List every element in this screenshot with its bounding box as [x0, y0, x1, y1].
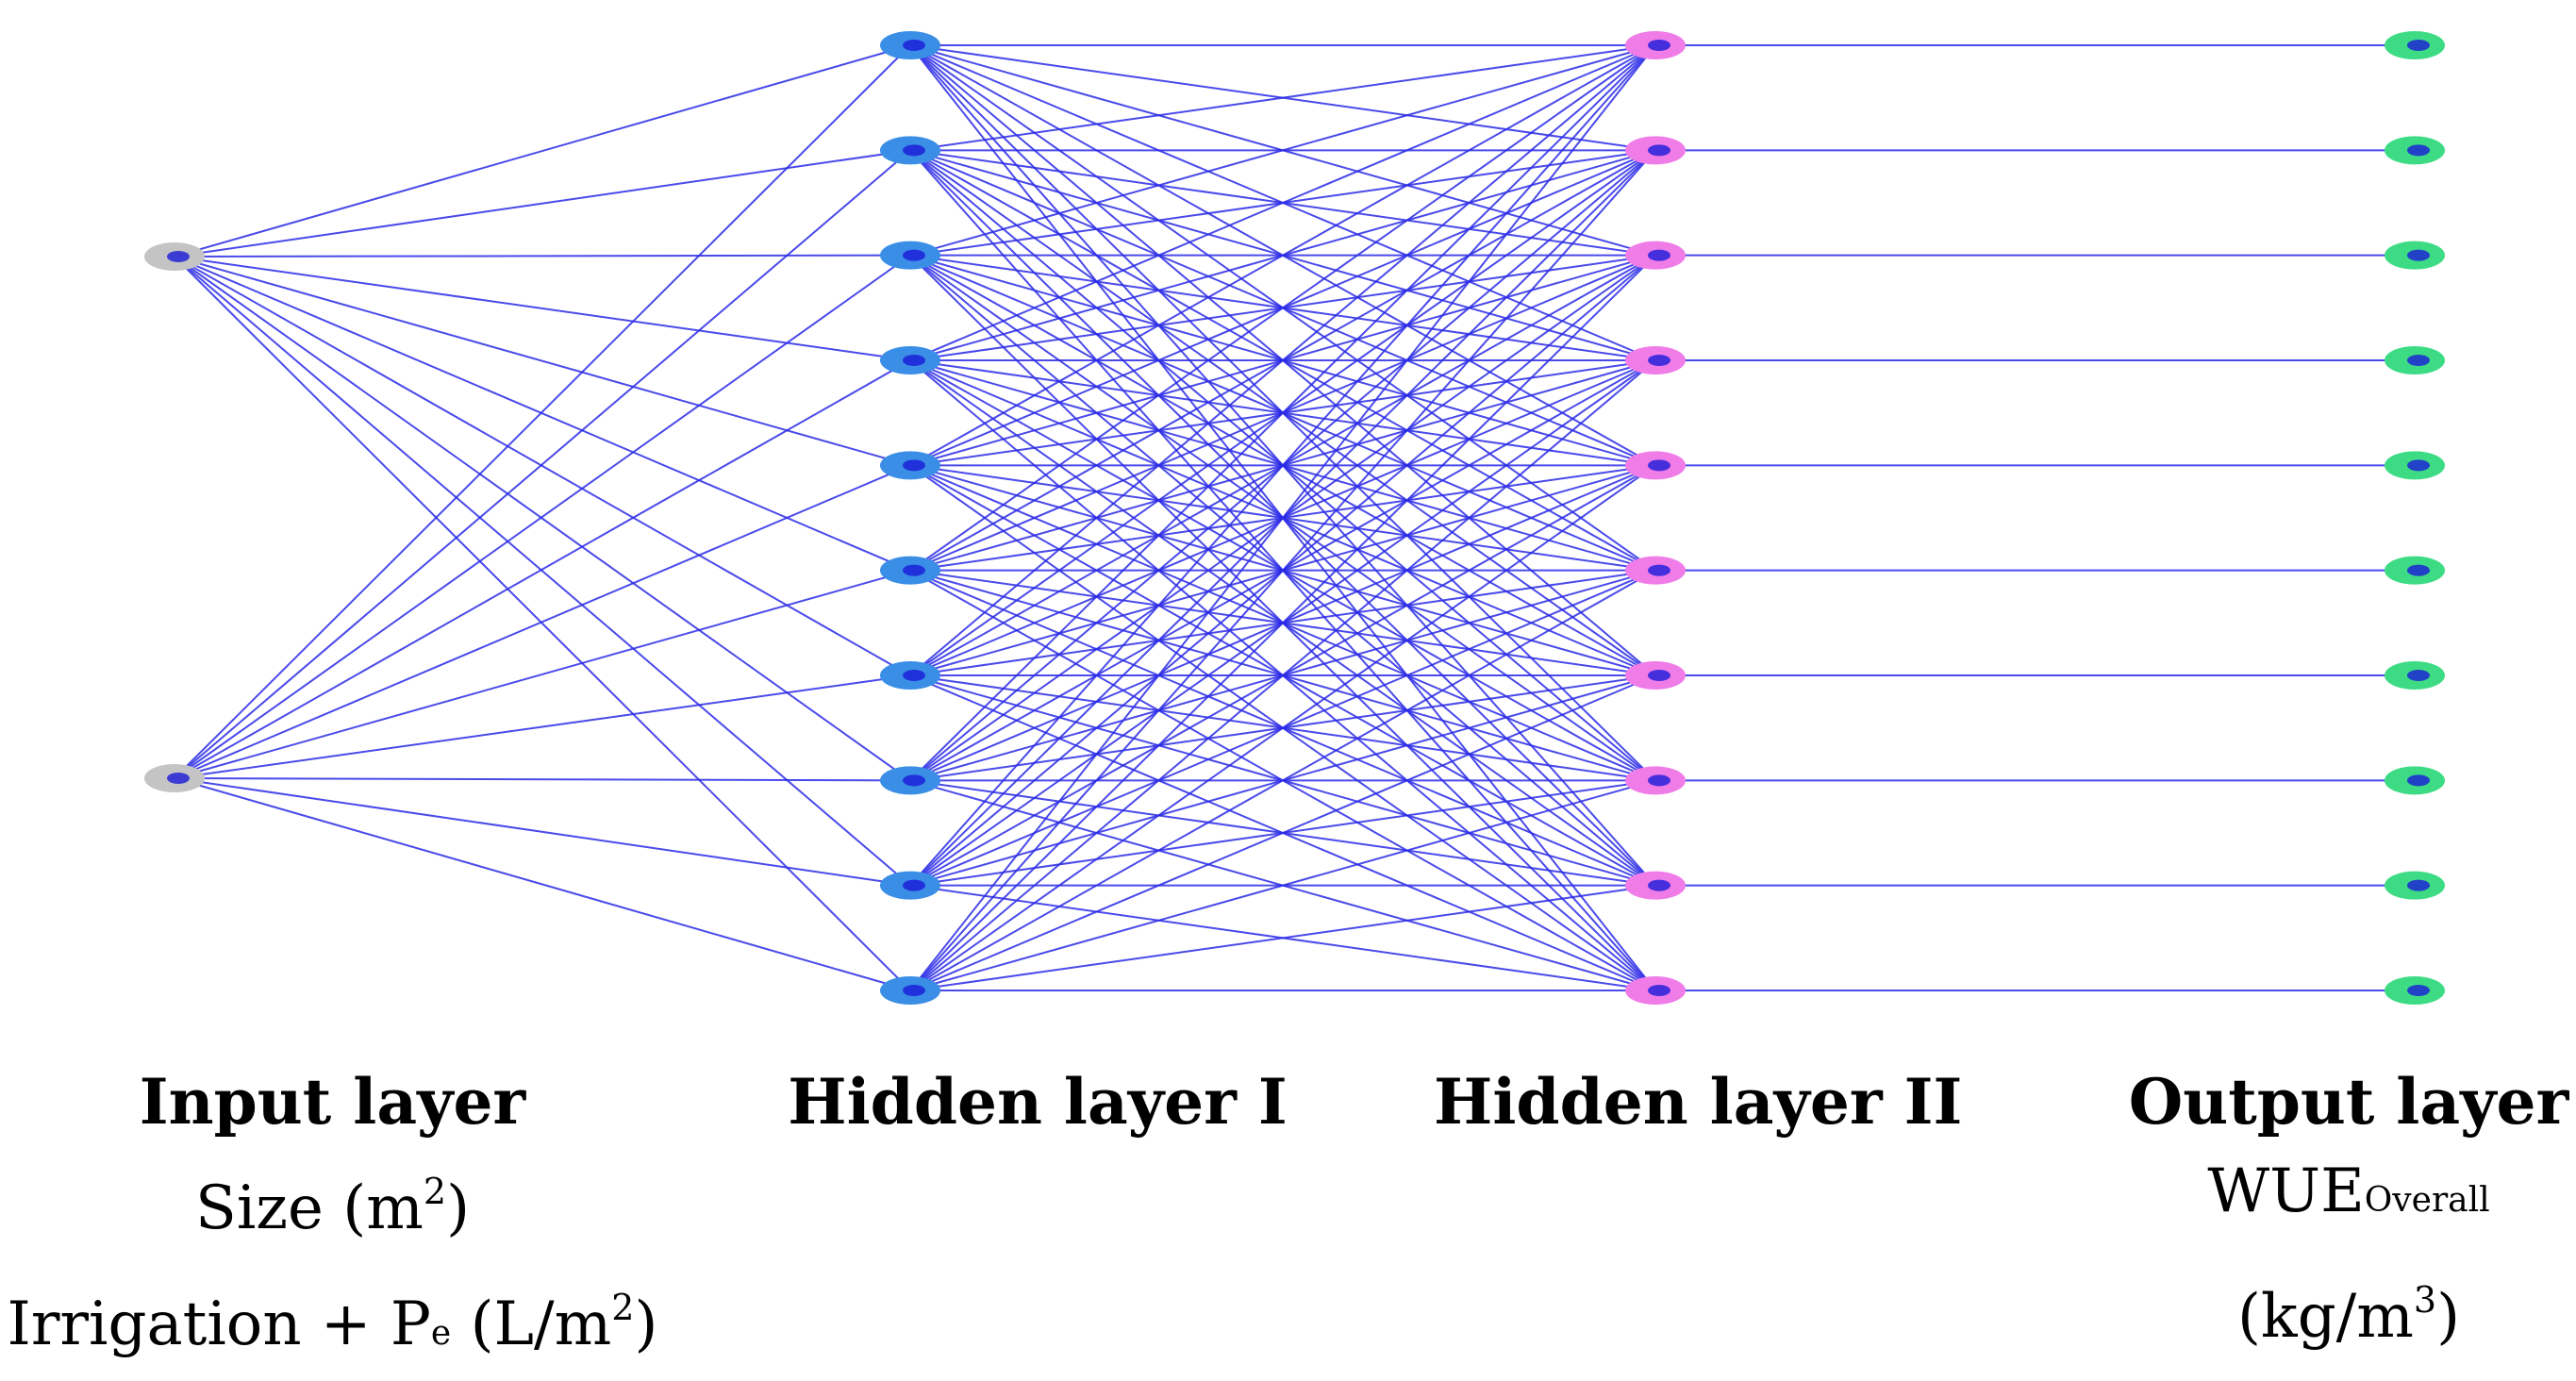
connection-hidden1-10-to-hidden2-9: [909, 884, 1656, 991]
connection-input-2-to-hidden1-5: [174, 464, 911, 779]
hidden1-node-5: [880, 451, 940, 480]
output-layer-label: Output layer WUEOverall (kg/m3): [2122, 1064, 2575, 1364]
hidden1-node-2: [880, 136, 940, 165]
connection-input-1-to-hidden1-6: [174, 256, 911, 572]
connection-hidden1-3-to-hidden2-1: [909, 44, 1656, 257]
connection-hidden1-2-to-hidden2-1: [909, 44, 1656, 152]
hidden2-node-10: [1625, 976, 1686, 1005]
connection-input-2-to-hidden1-10: [174, 777, 911, 991]
connections-group: [174, 44, 2415, 991]
output-node-2: [2385, 136, 2445, 165]
connection-hidden1-10-to-hidden2-7: [909, 674, 1656, 991]
hidden2-node-7: [1625, 661, 1686, 690]
input-layer-label: Input layer Size (m2) Irrigation + Pe (L…: [0, 1064, 665, 1381]
hidden2-node-4: [1625, 346, 1686, 374]
hidden2-node-3: [1625, 241, 1686, 270]
hidden-layer-1-label: Hidden layer I: [773, 1064, 1302, 1140]
connection-input-1-to-hidden1-1: [174, 44, 911, 258]
output-node-8: [2385, 766, 2445, 795]
input-size-label: Size (m2): [194, 1171, 471, 1243]
hidden-layer-2-label: Hidden layer II: [1434, 1064, 1962, 1140]
input-node-1: [144, 242, 205, 271]
hidden2-node-8: [1625, 766, 1686, 795]
connection-input-1-to-hidden1-3: [174, 254, 911, 258]
connection-input-2-to-hidden1-7: [174, 674, 911, 779]
input-node-2: [144, 764, 205, 792]
connection-input-2-to-hidden1-9: [174, 777, 911, 887]
connection-input-2-to-hidden1-6: [174, 569, 911, 779]
output-node-4: [2385, 346, 2445, 374]
connection-input-2-to-hidden1-1: [174, 44, 911, 779]
output-node-5: [2385, 451, 2445, 480]
connection-input-2-to-hidden1-4: [174, 359, 911, 779]
connection-input-1-to-hidden1-7: [174, 256, 911, 676]
connection-hidden1-10-to-hidden2-8: [909, 779, 1656, 991]
connection-input-1-to-hidden1-5: [174, 256, 911, 467]
hidden1-node-9: [880, 871, 940, 900]
connection-input-1-to-hidden1-4: [174, 256, 911, 361]
connection-hidden1-10-to-hidden2-6: [909, 569, 1656, 991]
connection-input-1-to-hidden1-9: [174, 256, 911, 887]
output-unit-label: (kg/m3): [2236, 1279, 2461, 1352]
output-node-10: [2385, 976, 2445, 1005]
hidden2-node-6: [1625, 556, 1686, 585]
input-irrigation-label: Irrigation + Pe (L/m2): [7, 1287, 658, 1359]
input-layer-title: Input layer: [139, 1065, 526, 1139]
output-node-7: [2385, 661, 2445, 690]
connection-hidden1-10-to-hidden2-2: [909, 149, 1656, 991]
connection-hidden1-4-to-hidden2-1: [909, 44, 1656, 361]
hidden1-node-3: [880, 241, 940, 270]
connection-hidden1-10-to-hidden2-1: [909, 44, 1656, 991]
connection-input-2-to-hidden1-2: [174, 149, 911, 779]
hidden-layer-1-title: Hidden layer I: [788, 1065, 1288, 1139]
hidden1-node-7: [880, 661, 940, 690]
connection-hidden1-10-to-hidden2-5: [909, 464, 1656, 991]
connection-input-1-to-hidden1-2: [174, 149, 911, 258]
hidden2-node-9: [1625, 871, 1686, 900]
hidden1-node-10: [880, 976, 940, 1005]
hidden1-node-6: [880, 556, 940, 585]
hidden1-node-8: [880, 766, 940, 795]
hidden1-node-1: [880, 31, 940, 59]
output-layer-title: Output layer: [2128, 1065, 2569, 1139]
nodes-group: [144, 31, 2445, 1005]
hidden1-node-4: [880, 346, 940, 374]
output-node-9: [2385, 871, 2445, 900]
hidden2-node-2: [1625, 136, 1686, 165]
connection-input-2-to-hidden1-8: [174, 777, 911, 782]
connection-hidden1-7-to-hidden2-1: [909, 44, 1656, 676]
output-node-1: [2385, 31, 2445, 59]
output-node-6: [2385, 556, 2445, 585]
connection-hidden1-5-to-hidden2-1: [909, 44, 1656, 467]
output-node-3: [2385, 241, 2445, 270]
connection-input-1-to-hidden1-10: [174, 256, 911, 991]
hidden2-node-1: [1625, 31, 1686, 59]
connection-input-1-to-hidden1-8: [174, 256, 911, 782]
hidden2-node-5: [1625, 451, 1686, 480]
connection-hidden1-6-to-hidden2-1: [909, 44, 1656, 572]
connection-hidden1-9-to-hidden2-1: [909, 44, 1656, 887]
connection-hidden1-10-to-hidden2-4: [909, 359, 1656, 991]
hidden-layer-2-title: Hidden layer II: [1434, 1065, 1963, 1139]
connection-hidden1-8-to-hidden2-1: [909, 44, 1656, 782]
connection-input-2-to-hidden1-3: [174, 254, 911, 779]
connection-hidden1-10-to-hidden2-3: [909, 254, 1656, 991]
output-wue-label: WUEOverall: [2207, 1156, 2490, 1226]
